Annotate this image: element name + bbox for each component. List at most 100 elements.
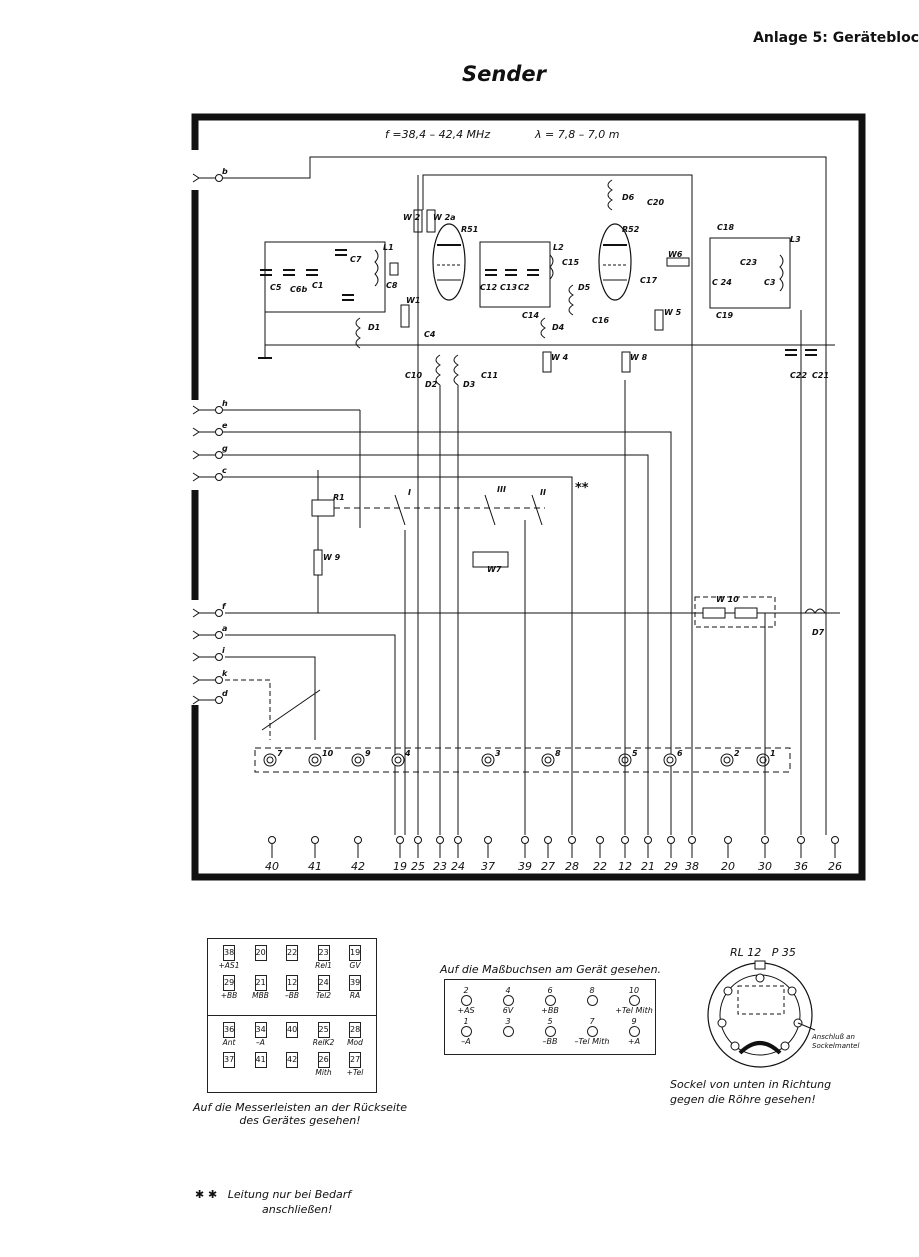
socket-side-note: Anschluß an Sockelmantel — [812, 1033, 859, 1051]
connector-number: 28 — [349, 1022, 361, 1038]
bottom-pin-label: 25 — [411, 860, 425, 873]
connector-label: RA — [349, 991, 361, 1000]
terminal-label: b — [222, 167, 228, 176]
connector-cell: 27+Tel — [340, 1052, 370, 1078]
socket-pin-4: 4 — [391, 749, 411, 767]
tube-caption: Sockel von unten in Richtung gegen die R… — [670, 1077, 831, 1107]
terminal-label: a — [222, 624, 227, 633]
terminal-label: e — [222, 421, 228, 430]
measure-socket-7: 7–Tel Mith — [573, 1017, 611, 1046]
measure-socket-number: 2 — [463, 986, 469, 995]
bottom-pin-label: 36 — [794, 860, 808, 873]
measure-socket-1: 1–A — [447, 1017, 485, 1046]
input-terminal-e: e — [192, 421, 228, 437]
connector-number: 22 — [286, 945, 298, 961]
component-label: W6 — [668, 250, 683, 259]
socket-pin-label: 9 — [365, 749, 371, 758]
bottom-pin-23: 23 — [433, 836, 447, 873]
input-terminal-g: g — [192, 444, 228, 460]
bottom-pin-label: 38 — [685, 860, 699, 873]
component-label: C16 — [592, 316, 609, 325]
footnote-line2: anschließen! — [262, 1203, 333, 1216]
component-label: D2 — [425, 380, 438, 389]
bottom-pin-label: 28 — [565, 860, 579, 873]
bottom-pin-label: 21 — [641, 860, 655, 873]
component-label: C23 — [740, 258, 757, 267]
component-label: W7 — [487, 565, 502, 574]
component-label: R52 — [622, 225, 640, 234]
bottom-pin-label: 20 — [721, 860, 735, 873]
socket-jack-icon — [502, 1026, 514, 1037]
component-label: C22 — [790, 371, 807, 380]
socket-pin-8: 8 — [541, 749, 561, 767]
bottom-pin-label: 23 — [433, 860, 447, 873]
bottom-pin-38: 38 — [685, 836, 699, 873]
socket-pin-label: 7 — [277, 749, 283, 758]
bottom-pin-25: 25 — [411, 836, 425, 873]
connector-number: 23 — [317, 945, 330, 961]
input-terminal-f: f — [192, 602, 227, 618]
bottom-pin-label: 22 — [593, 860, 607, 873]
input-terminal-d: d — [192, 689, 228, 705]
component-label: W 2a — [433, 213, 456, 222]
connector-label: –A — [256, 1038, 265, 1047]
bottom-pin-12: 12 — [618, 836, 632, 873]
component-label: D1 — [368, 323, 380, 332]
socket-jack-icon — [586, 1026, 598, 1037]
measure-socket-number: 4 — [505, 986, 511, 995]
component-label: W 8 — [630, 353, 648, 362]
measure-socket-number: 5 — [547, 1017, 553, 1026]
component-label: C4 — [424, 330, 436, 339]
connector-number: 29 — [223, 975, 235, 991]
component-label: W 2 — [403, 213, 421, 222]
bottom-pin-label: 42 — [351, 860, 365, 873]
connector-cell: 42 — [277, 1052, 307, 1078]
connector-label: GV — [349, 961, 361, 970]
note-marker: ** — [575, 481, 589, 496]
component-label: W1 — [406, 296, 420, 305]
socket-jack-icon — [628, 995, 640, 1006]
socket-jack-icon — [586, 995, 598, 1006]
measure-socket-number: 3 — [505, 1017, 511, 1026]
socket-pin-10: 10 — [308, 749, 334, 767]
connector-number: 34 — [254, 1022, 267, 1038]
terminal-label: h — [222, 399, 228, 408]
side-note-1: Anschluß an — [812, 1033, 855, 1041]
measure-socket-number: 7 — [589, 1017, 595, 1026]
connector-number: 21 — [254, 975, 267, 991]
connector-number: 19 — [349, 945, 361, 961]
input-terminal-k: k — [192, 669, 228, 685]
connector-number: 42 — [286, 1052, 298, 1068]
component-label: C 24 — [712, 278, 732, 287]
component-label: C20 — [647, 198, 664, 207]
component-label: C21 — [812, 371, 829, 380]
measure-socket-label: +Tel Mith — [615, 1006, 653, 1015]
measure-socket-6: 6+BB — [531, 986, 569, 1015]
connector-cell: 20 — [246, 945, 276, 971]
bottom-pin-label: 41 — [308, 860, 322, 873]
socket-pin-2: 2 — [720, 749, 740, 767]
bottom-pin-21: 21 — [641, 836, 655, 873]
component-label: C7 — [350, 255, 362, 264]
connector-number: 26 — [317, 1052, 330, 1068]
connector-label — [277, 1068, 307, 1078]
measure-socket-number: 6 — [547, 986, 553, 995]
terminal-label: f — [222, 602, 227, 611]
connector-label — [214, 1068, 244, 1078]
socket-pin-9: 9 — [351, 749, 371, 767]
bottom-pin-36: 36 — [794, 836, 808, 873]
connector-number: 12 — [286, 975, 298, 991]
socket-pin-7: 7 — [263, 749, 283, 767]
measure-socket-label: +A — [627, 1037, 641, 1046]
connector-number: 37 — [223, 1052, 235, 1068]
component-label: C13 — [500, 283, 517, 292]
